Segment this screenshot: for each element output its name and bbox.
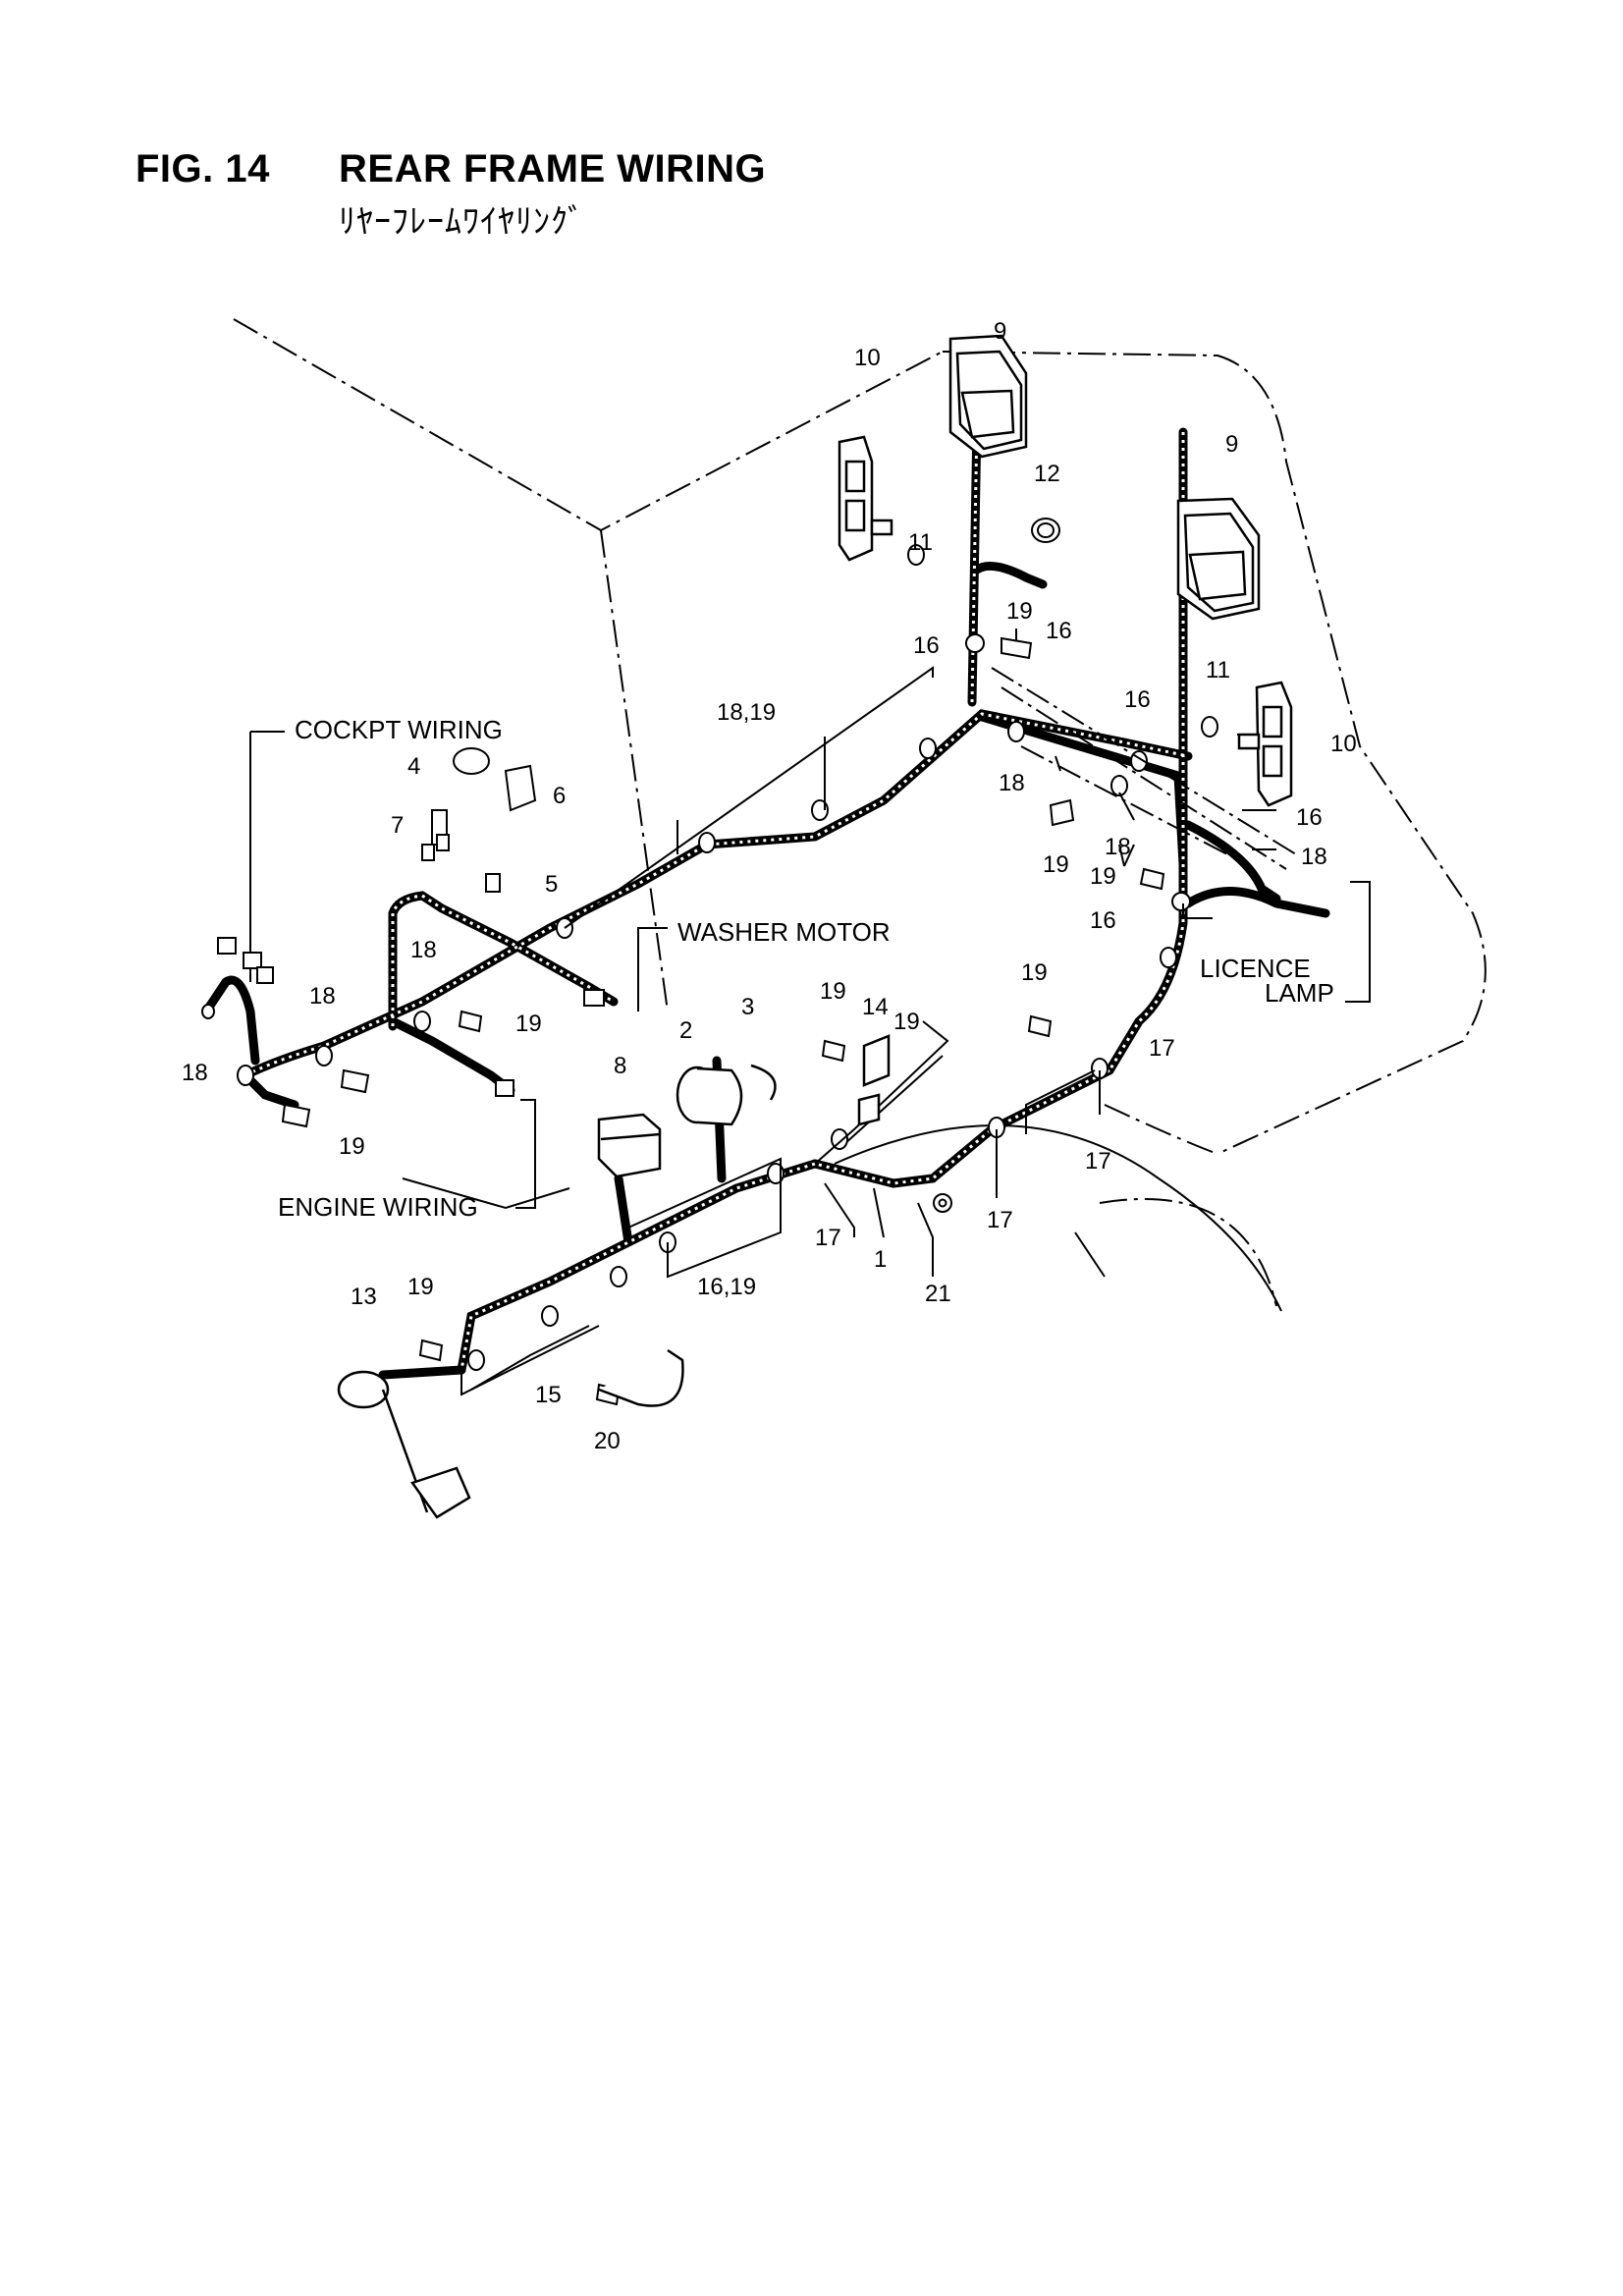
callout-19: 19 bbox=[893, 1009, 920, 1035]
licence-label: LICENCE bbox=[1200, 954, 1311, 983]
leader-lines bbox=[249, 629, 1371, 1396]
part-12-socket bbox=[1031, 518, 1060, 543]
group-labels: COCKPT WIRING WASHER MOTOR ENGINE WIRING… bbox=[278, 715, 1334, 1222]
callout-16: 16 bbox=[1296, 804, 1323, 831]
callout-8: 8 bbox=[614, 1053, 626, 1079]
callout-7: 7 bbox=[391, 812, 404, 839]
callout-10: 10 bbox=[854, 345, 881, 371]
callout-19: 19 bbox=[1090, 863, 1116, 890]
rear-combination-lamp-left bbox=[838, 435, 893, 562]
work-lamp-left bbox=[948, 334, 1028, 459]
callout-labels: 10 9 9 11 12 19 16 16 11 16 10 18 18 16 … bbox=[182, 318, 1357, 1454]
callout-11: 11 bbox=[908, 529, 933, 556]
callout-18: 18 bbox=[309, 983, 336, 1010]
part-14-bracket bbox=[857, 1034, 891, 1126]
left-connectors bbox=[201, 937, 605, 1097]
callout-1: 1 bbox=[874, 1246, 887, 1273]
callout-16: 16 bbox=[1124, 686, 1151, 713]
callout-10: 10 bbox=[1330, 731, 1357, 757]
callout-18: 18 bbox=[1301, 844, 1327, 870]
callout-9: 9 bbox=[1225, 431, 1238, 458]
callout-17: 17 bbox=[1085, 1148, 1111, 1175]
lamp-label: LAMP bbox=[1265, 978, 1334, 1008]
callout-5: 5 bbox=[545, 871, 558, 898]
callout-19: 19 bbox=[515, 1011, 542, 1037]
grommets-11 bbox=[907, 544, 1218, 738]
callout-16: 16 bbox=[1046, 618, 1072, 644]
callout-19: 19 bbox=[820, 978, 846, 1005]
rear-combination-lamp-right bbox=[1237, 681, 1293, 807]
callout-2: 2 bbox=[679, 1017, 692, 1044]
part-21-nut bbox=[933, 1193, 952, 1213]
callout-18: 18 bbox=[410, 937, 437, 963]
callout-19: 19 bbox=[407, 1274, 434, 1300]
part-2-washer-pump bbox=[676, 1064, 777, 1126]
bolts-19 bbox=[281, 636, 1165, 1406]
callout-16-19: 16,19 bbox=[697, 1274, 756, 1300]
callout-18: 18 bbox=[999, 770, 1025, 796]
callout-17: 17 bbox=[815, 1225, 841, 1251]
callout-19: 19 bbox=[1021, 959, 1048, 986]
callout-20: 20 bbox=[594, 1428, 621, 1454]
callout-16: 16 bbox=[913, 632, 940, 659]
callout-12: 12 bbox=[1034, 461, 1060, 487]
figure-title: REAR FRAME WIRING bbox=[339, 147, 767, 191]
callout-19: 19 bbox=[1006, 598, 1033, 625]
callout-11: 11 bbox=[1206, 657, 1230, 683]
callout-4: 4 bbox=[407, 753, 420, 780]
fender-arc bbox=[834, 1055, 1282, 1312]
washer-motor-label: WASHER MOTOR bbox=[677, 917, 891, 947]
callout-13: 13 bbox=[351, 1284, 377, 1310]
callout-18: 18 bbox=[1105, 834, 1131, 860]
callout-14: 14 bbox=[862, 994, 889, 1020]
callout-17: 17 bbox=[987, 1207, 1013, 1233]
callout-6: 6 bbox=[553, 783, 566, 809]
callout-9: 9 bbox=[994, 318, 1006, 345]
callout-3: 3 bbox=[741, 994, 754, 1020]
part-13-sender bbox=[337, 1370, 471, 1519]
callout-17: 17 bbox=[1149, 1035, 1175, 1062]
callout-18: 18 bbox=[182, 1060, 208, 1086]
part-8-relay-box bbox=[597, 1113, 662, 1178]
engine-wiring-label: ENGINE WIRING bbox=[278, 1192, 478, 1222]
callout-16: 16 bbox=[1090, 907, 1116, 934]
main-harness-beads bbox=[244, 421, 1189, 1371]
figure-subtitle-japanese: ﾘﾔｰﾌﾚｰﾑﾜｲﾔﾘﾝｸﾞ bbox=[339, 203, 585, 241]
callout-19: 19 bbox=[339, 1133, 365, 1160]
callout-19: 19 bbox=[1043, 851, 1069, 878]
work-lamp-right bbox=[1176, 497, 1261, 621]
figure-number: FIG. 14 bbox=[135, 147, 270, 191]
callout-18-19: 18,19 bbox=[717, 699, 776, 726]
part-20-ground-cable bbox=[598, 1348, 684, 1407]
cockpit-components bbox=[421, 747, 537, 893]
callout-15: 15 bbox=[535, 1382, 562, 1408]
main-harness bbox=[201, 417, 1330, 1380]
cockpit-wiring-label: COCKPT WIRING bbox=[295, 715, 503, 744]
frame-outline bbox=[233, 318, 1487, 1307]
callout-21: 21 bbox=[925, 1281, 951, 1307]
